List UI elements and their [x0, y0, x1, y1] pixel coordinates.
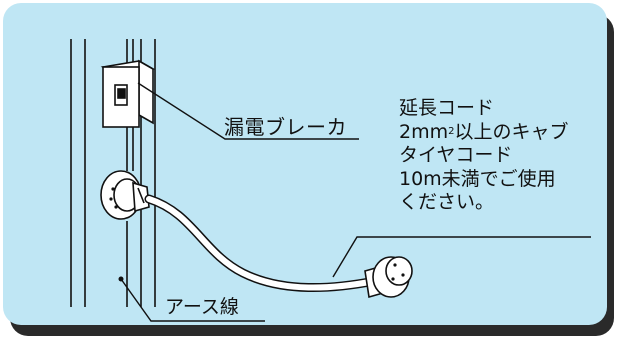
note-line-2-sup: 2 [448, 125, 455, 137]
note-line-2-post: 以上のキャブ [454, 120, 569, 143]
breaker-label: 漏電ブレーカ [224, 115, 347, 139]
illustration-panel: 漏電ブレーカ アース線 延長コード 2mm2以上のキャブ タイヤコード 10m未… [3, 3, 607, 325]
cord-end-connector [364, 256, 413, 299]
note-line-1: 延長コード [399, 97, 495, 119]
note-line-5: ください。 [399, 191, 495, 213]
note-line-2: 2mm2以上のキャブ [399, 121, 569, 145]
installation-diagram [70, 39, 591, 322]
breaker-box [100, 59, 156, 128]
note-line-3: タイヤコード [399, 144, 513, 166]
leader-lines [120, 82, 591, 322]
extension-cord [144, 194, 380, 292]
note-line-4: 10m未満でご使用 [399, 167, 556, 190]
cord-spec-note: 延長コード 2mm2以上のキャブ タイヤコード 10m未満でご使用 ください。 [399, 97, 569, 215]
earth-wire-label: アース線 [165, 296, 239, 318]
note-line-2-pre: 2mm [399, 120, 449, 143]
outlet-plug [100, 170, 150, 220]
